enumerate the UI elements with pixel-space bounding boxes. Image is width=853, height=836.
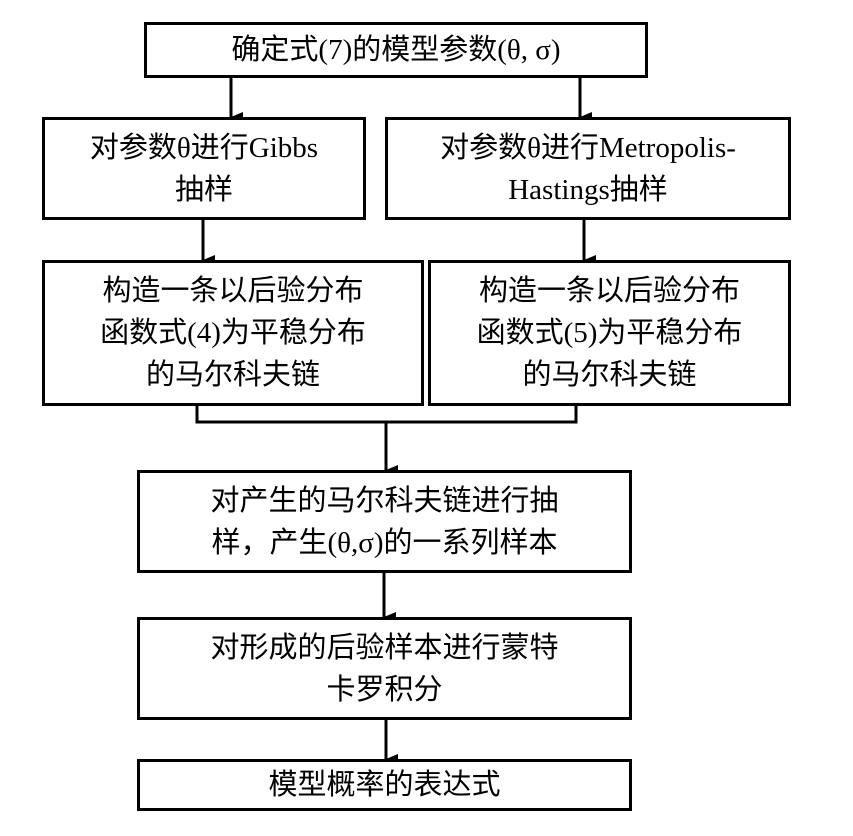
node-text: 函数式(4)为平稳分布 xyxy=(100,317,366,349)
node-text: Hastings抽样 xyxy=(508,173,668,206)
node-determine-params: 确定式(7)的模型参数(θ, σ) xyxy=(144,22,648,78)
node-text: 确定式(7)的模型参数(θ, σ) xyxy=(231,34,561,66)
node-text: 函数式(5)为平稳分布 xyxy=(476,317,743,349)
node-sample-chain: 对产生的马尔科夫链进行抽 样，产生(θ,σ)的一系列样本 xyxy=(137,470,632,573)
node-text: 抽样 xyxy=(174,173,233,206)
node-text: 对参数θ进行Metropolis- xyxy=(440,131,736,164)
node-text: 样，产生(θ,σ)的一系列样本 xyxy=(211,526,558,559)
node-markov-chain-4: 构造一条以后验分布 函数式(4)为平稳分布 的马尔科夫链 xyxy=(42,260,424,406)
node-text: 卡罗积分 xyxy=(326,673,443,706)
node-text: 的马尔科夫链 xyxy=(522,359,697,391)
node-text: 的马尔科夫链 xyxy=(145,359,320,391)
node-markov-chain-5: 构造一条以后验分布 函数式(5)为平稳分布 的马尔科夫链 xyxy=(428,260,791,406)
node-model-probability: 模型概率的表达式 xyxy=(137,759,632,811)
node-gibbs-sampling: 对参数θ进行Gibbs 抽样 xyxy=(42,117,366,220)
merge-bracket xyxy=(195,406,578,424)
node-text: 对产生的马尔科夫链进行抽 xyxy=(210,484,559,517)
node-text: 构造一条以后验分布 xyxy=(478,275,740,307)
node-monte-carlo: 对形成的后验样本进行蒙特 卡罗积分 xyxy=(137,617,632,720)
node-mh-sampling: 对参数θ进行Metropolis- Hastings抽样 xyxy=(385,117,791,220)
node-text: 构造一条以后验分布 xyxy=(102,275,364,307)
node-text: 对形成的后验样本进行蒙特 xyxy=(210,631,559,664)
node-text: 模型概率的表达式 xyxy=(268,769,501,801)
node-text: 对参数θ进行Gibbs xyxy=(89,131,319,164)
